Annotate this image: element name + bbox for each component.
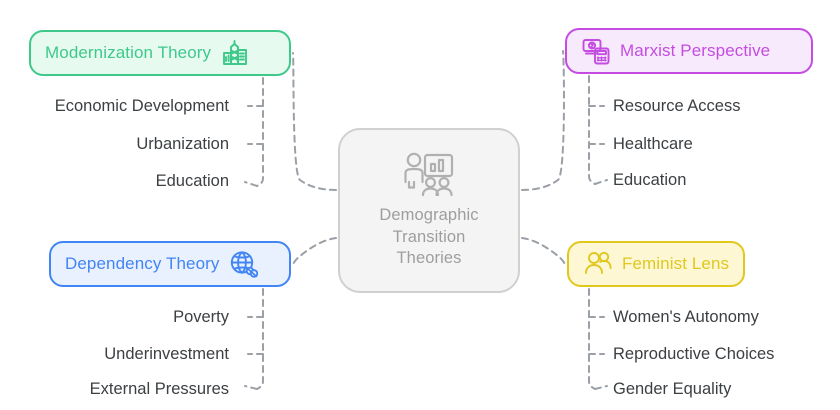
subitem-dependency-3[interactable]: External Pressures <box>89 379 229 398</box>
branch-label-modernization: Modernization Theory <box>45 43 212 62</box>
branch-label-dependency: Dependency Theory <box>65 254 220 273</box>
branch-node-dependency[interactable]: Dependency Theory <box>49 241 291 287</box>
connector-center-marxist <box>521 50 565 191</box>
connector-center-modernization <box>292 52 337 191</box>
branch-label-marxist: Marxist Perspective <box>620 41 771 60</box>
people-group-icon <box>585 251 612 274</box>
connector-feminist-stub-3 <box>594 385 608 390</box>
subitem-feminist-3[interactable]: Gender Equality <box>613 379 732 398</box>
branch-label-feminist: Feminist Lens <box>622 254 730 273</box>
connector-marxist-stub-3 <box>594 179 608 185</box>
branch-node-marxist[interactable]: Marxist Perspective <box>565 28 813 74</box>
subitem-modernization-1[interactable]: Economic Development <box>54 96 229 115</box>
subitem-dependency-2[interactable]: Underinvestment <box>104 344 229 363</box>
branch-node-feminist[interactable]: Feminist Lens <box>567 241 745 287</box>
branch-node-modernization[interactable]: Modernization Theory <box>29 30 291 76</box>
subitem-marxist-1[interactable]: Resource Access <box>613 96 741 115</box>
center-label-line-2: Transition <box>392 227 466 246</box>
connector-dependency-spine <box>256 288 264 390</box>
subitem-marxist-3[interactable]: Education <box>613 170 687 189</box>
subitem-dependency-1[interactable]: Poverty <box>173 307 229 326</box>
subitem-feminist-1[interactable]: Women's Autonomy <box>613 307 759 326</box>
connector-dependency-stub-3 <box>244 385 258 390</box>
connector-modernization-spine <box>256 77 264 187</box>
globe-broken-link-icon <box>231 251 259 278</box>
subitem-modernization-3[interactable]: Education <box>155 171 229 190</box>
connector-feminist-spine <box>588 288 596 390</box>
connector-center-dependency <box>292 237 337 265</box>
connector-marxist-spine <box>588 75 596 185</box>
presenter-chart-audience-icon <box>404 152 454 196</box>
subitem-marxist-2[interactable]: Healthcare <box>613 134 693 153</box>
cityscape-buildings-icon <box>223 40 248 65</box>
connector-modernization-stub-3 <box>244 181 258 187</box>
center-label-line-1: Demographic <box>379 205 479 224</box>
center-node-label: Demographic Transition Theories <box>379 205 478 271</box>
center-node[interactable]: Demographic Transition Theories <box>338 128 520 293</box>
subitem-modernization-2[interactable]: Urbanization <box>136 134 229 153</box>
center-label-line-3: Theories <box>396 249 462 268</box>
connector-center-feminist <box>521 237 566 265</box>
money-calculator-icon <box>582 39 610 65</box>
subitem-feminist-2[interactable]: Reproductive Choices <box>613 344 775 363</box>
